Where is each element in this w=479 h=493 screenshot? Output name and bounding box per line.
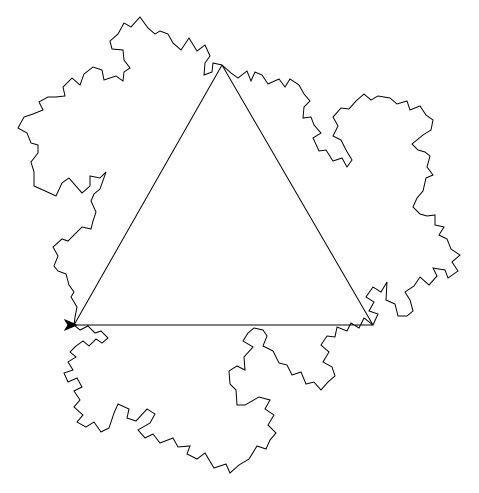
koch-style-fractal-curve [17, 16, 223, 326]
koch-style-fractal-curve [221, 64, 461, 326]
equilateral-triangle [73, 63, 374, 326]
koch-style-fractal-curve [63, 317, 374, 474]
arrowhead-cursor-icon [63, 318, 79, 332]
